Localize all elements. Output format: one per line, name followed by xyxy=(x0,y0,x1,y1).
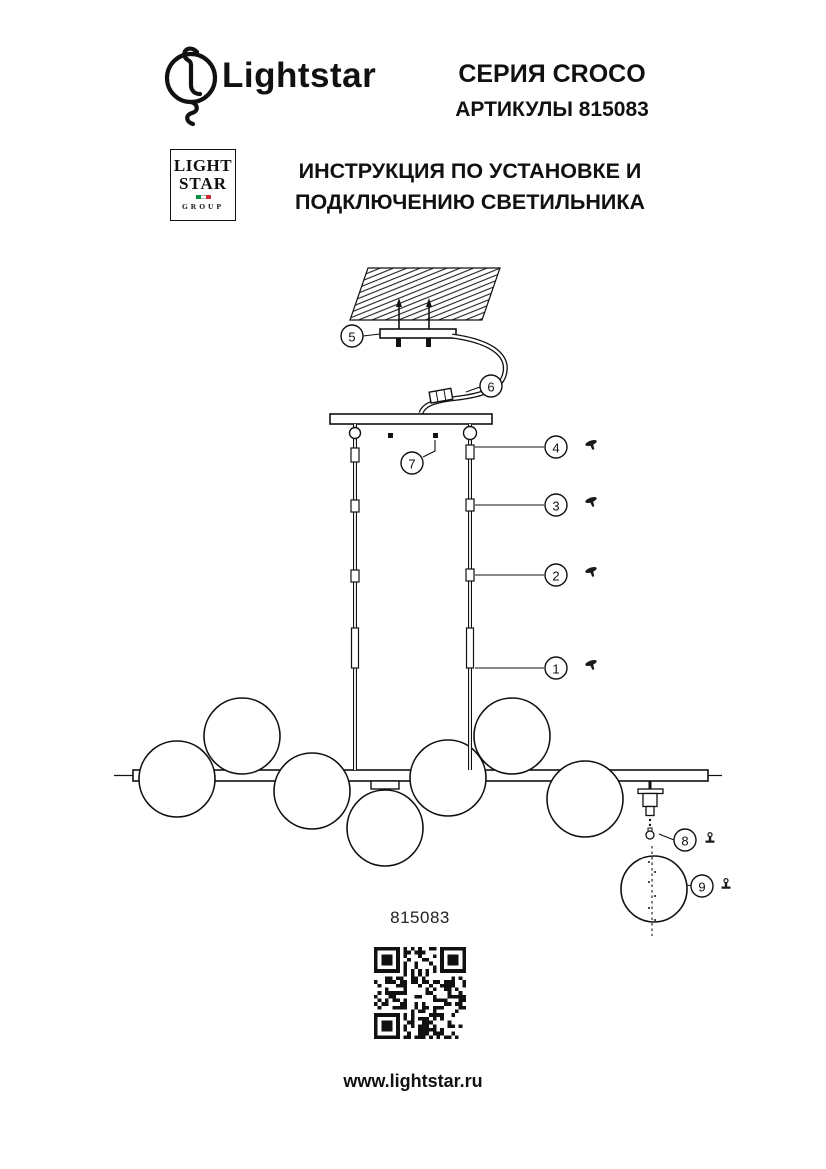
qr-code-pattern xyxy=(374,947,466,1039)
center-connector xyxy=(370,780,400,790)
lamp-base-icon xyxy=(704,831,716,844)
glass-sphere xyxy=(138,740,216,818)
glass-spheres xyxy=(138,697,624,867)
glass-sphere xyxy=(546,760,624,838)
callout-4: 4 xyxy=(475,435,600,459)
power-wire xyxy=(418,333,508,415)
group-logo-line1: LIGHT xyxy=(173,156,233,175)
instruction-title: ИНСТРУКЦИЯ ПО УСТАНОВКЕ И ПОДКЛЮЧЕНИЮ СВ… xyxy=(250,156,690,218)
suspension-rod-right xyxy=(462,424,478,770)
group-logo-line2: STAR xyxy=(178,174,228,193)
callout-5-label: 5 xyxy=(348,330,355,345)
callout-2-label: 2 xyxy=(552,569,559,584)
callout-9: 9 xyxy=(686,874,732,898)
callout-1-label: 1 xyxy=(552,662,559,677)
callout-7: 7 xyxy=(400,440,436,475)
glass-sphere xyxy=(273,752,351,830)
website-url: www.lightstar.ru xyxy=(343,1071,483,1091)
callout-4-label: 4 xyxy=(552,441,559,456)
lightstar-group-logo: LIGHT STAR GROUP xyxy=(170,149,236,221)
screw-icon xyxy=(584,565,600,579)
detail-sphere xyxy=(620,846,688,936)
screw-icon xyxy=(584,438,600,452)
mounting-bracket xyxy=(379,328,457,347)
brand-wordmark: Lightstar xyxy=(222,56,377,95)
mounting-bolts xyxy=(396,298,432,330)
callout-1: 1 xyxy=(475,656,600,680)
callout-8: 8 xyxy=(658,828,716,852)
callout-2: 2 xyxy=(475,563,600,587)
callout-3-label: 3 xyxy=(552,499,559,514)
glass-sphere xyxy=(346,789,424,867)
callout-7-label: 7 xyxy=(408,457,415,472)
canopy-plate xyxy=(329,413,493,438)
article-number: 815083 xyxy=(390,908,450,927)
glass-sphere xyxy=(409,739,487,817)
glass-sphere xyxy=(203,697,281,775)
screw-icon xyxy=(584,495,600,509)
screw-icon xyxy=(584,658,600,672)
bulb xyxy=(645,830,655,840)
instruction-title-line1: ИНСТРУКЦИЯ ПО УСТАНОВКЕ И xyxy=(298,159,642,183)
socket-assembly xyxy=(637,781,664,840)
ceiling-hatch xyxy=(349,267,501,321)
glass-sphere xyxy=(473,697,551,775)
italy-flag-icon xyxy=(195,195,211,199)
group-logo-line3: GROUP xyxy=(181,202,225,211)
callout-3: 3 xyxy=(475,493,600,517)
articles-title: АРТИКУЛЫ 815083 xyxy=(455,98,649,121)
qr-code xyxy=(374,947,466,1039)
lightstar-logo-icon xyxy=(164,46,218,127)
lamp-base-icon xyxy=(720,877,732,890)
terminal-block xyxy=(428,387,454,404)
callout-6: 6 xyxy=(465,374,503,398)
callout-8-label: 8 xyxy=(681,834,688,849)
callout-5: 5 xyxy=(340,324,381,348)
callout-6-label: 6 xyxy=(487,380,494,395)
suspension-rod-left xyxy=(348,424,362,770)
series-title: СЕРИЯ CROCO xyxy=(458,60,646,88)
callout-9-label: 9 xyxy=(698,880,705,895)
instruction-title-line2: ПОДКЛЮЧЕНИЮ СВЕТИЛЬНИКА xyxy=(294,190,646,214)
